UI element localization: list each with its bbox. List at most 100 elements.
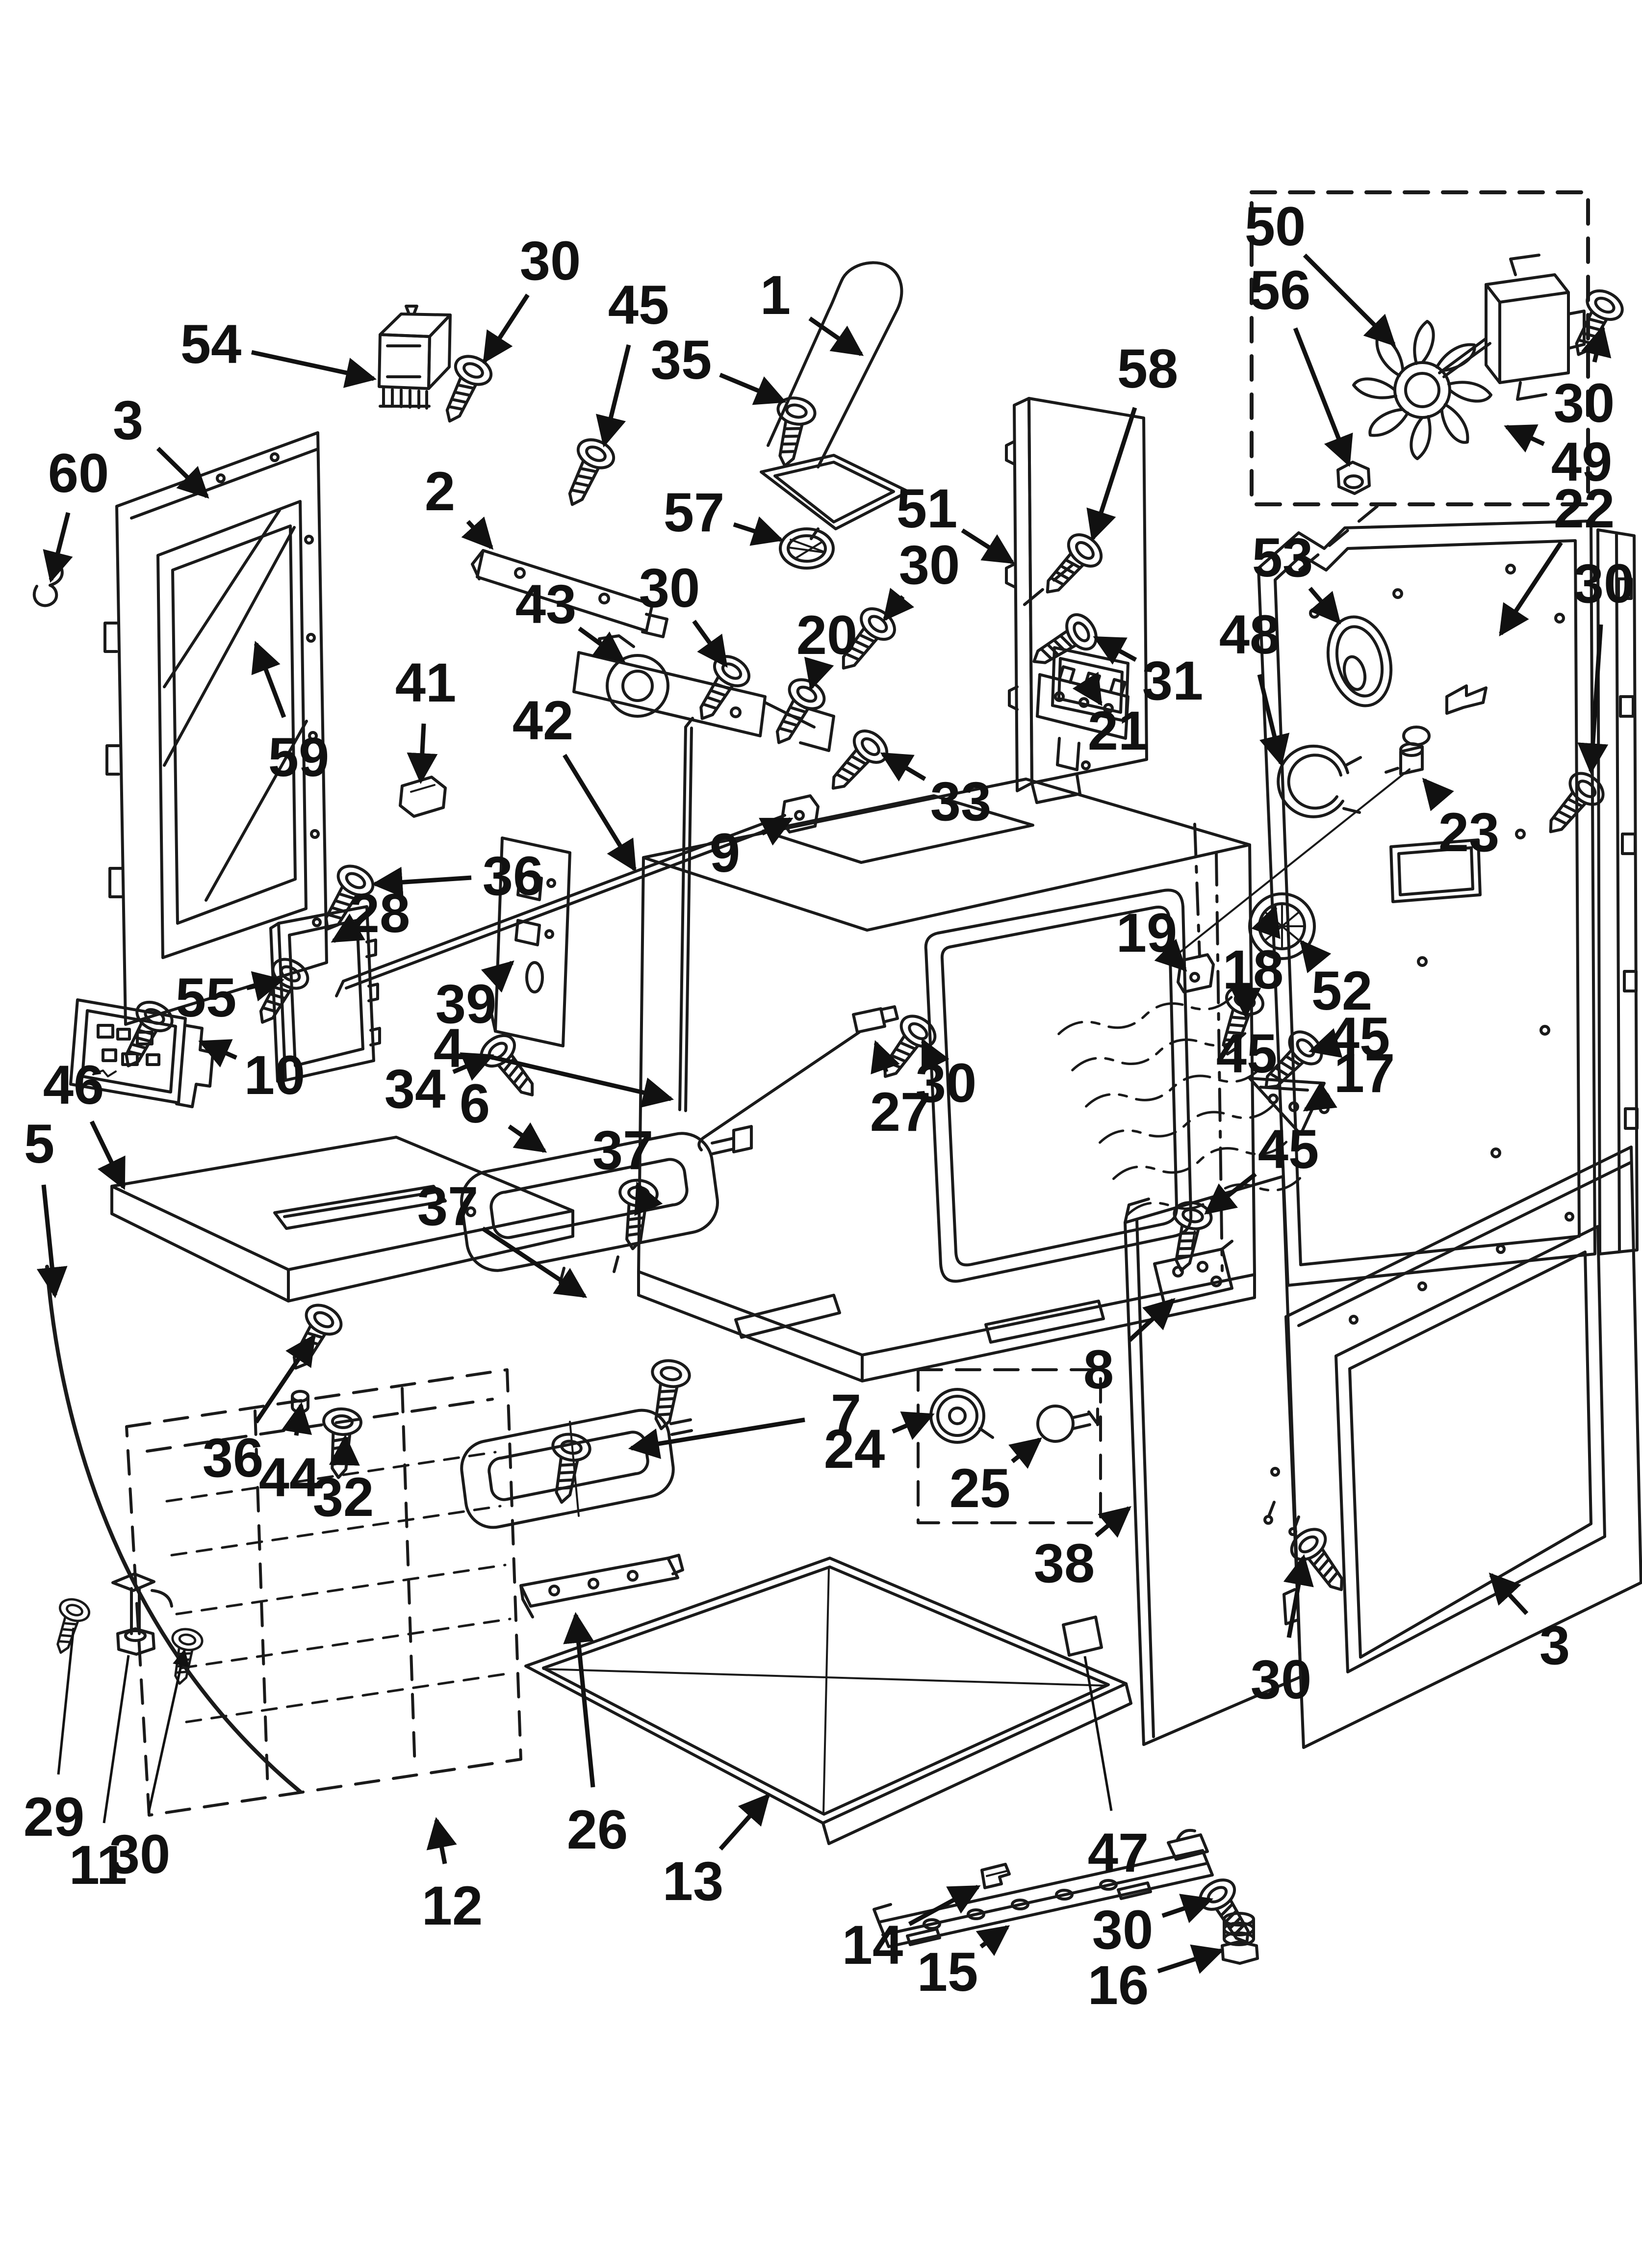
part-number: 58 [1117,338,1179,399]
panel-51 [1005,397,1148,804]
leader-line [508,1122,547,1153]
fan-motor [1438,254,1586,401]
bracket-41 [399,776,447,818]
part-number: 13 [663,1851,724,1912]
part-callout-49-14: 49 [1504,424,1613,493]
leader-line [1154,938,1187,972]
bracket-19 [1177,823,1215,993]
part-callout-33-28: 33 [880,752,992,832]
leader-line [1095,1506,1131,1538]
part-number: 9 [710,822,740,884]
part-number: 36 [483,845,544,907]
part-callout-50-11: 50 [1245,196,1396,347]
leveling-leg-11 [111,1572,173,1656]
part-callout-30-24: 30 [883,534,960,622]
part-callout-29-60: 29 [24,1627,85,1848]
leader-line [1577,624,1609,775]
part-number: 25 [949,1458,1011,1519]
oven-cavity [637,778,1302,1382]
leader-line [1303,1081,1337,1112]
leader-line [1499,541,1563,637]
part-callout-42-31: 42 [513,690,637,872]
part-callout-48-18: 48 [1219,604,1290,767]
part-callout-59-32: 59 [251,641,329,788]
part-callout-36-57: 36 [203,1333,316,1488]
bottom-panel-13 [524,1557,1132,1845]
part-callout-41-30: 41 [395,652,456,784]
part-number: 37 [417,1175,479,1237]
part-number: 10 [244,1044,306,1106]
leader-line [1283,1554,1314,1638]
leader-line [371,866,472,898]
leader-line [975,1925,1010,1956]
part-number: 21 [1088,700,1149,761]
part-number: 49 [1551,431,1613,493]
leader-line [804,656,834,691]
part-callout-43-22: 43 [515,574,626,662]
leader-line [1083,1656,1113,1811]
part-number: 3 [1539,1615,1570,1676]
part-callout-13-65: 13 [663,1793,770,1912]
part-number: 60 [48,443,109,504]
part-number: 30 [1251,1649,1312,1710]
part-callout-24-49: 24 [824,1411,935,1480]
part-callout-30-23: 30 [639,557,728,668]
part-callout-58-10: 58 [1086,338,1179,542]
part-callout-25-50: 25 [949,1437,1042,1519]
part-number: 29 [24,1786,85,1848]
part-callout-35-4: 35 [651,329,787,405]
leader-line [1488,1572,1529,1616]
part-callout-18-20: 18 [1223,905,1284,1000]
part-callout-23-19: 23 [1422,778,1499,863]
leader-line [1308,1028,1343,1058]
part-callout-30-62: 30 [109,1648,190,1885]
part-callout-21-27: 21 [1072,672,1149,761]
label-tag-47 [1062,1616,1103,1657]
leader-line [452,1052,494,1081]
leader-line [908,1885,981,1926]
leader-line [1157,1944,1224,1974]
part-callout-45-53: 45 [1216,988,1278,1084]
leader-line [718,1793,770,1851]
part-number: 45 [1216,1023,1278,1084]
leader-line [880,752,926,782]
part-callout-36-34: 36 [371,845,544,907]
leader-line [481,1226,588,1298]
leader-line [254,1333,316,1424]
part-number: 52 [1311,960,1373,1021]
part-callout-30-69: 30 [1092,1894,1213,1960]
leader-line [1300,939,1332,973]
part-callout-1-3: 1 [760,264,864,356]
leader-line [634,1181,663,1216]
leader-line [1128,1298,1176,1342]
part-number: 26 [567,1799,628,1860]
leader-line [1008,1437,1042,1469]
part-callout-46-40: 46 [43,1054,126,1190]
leader-line [759,817,794,846]
part-callout-37-47: 37 [417,1175,588,1298]
part-callout-20-25: 20 [796,604,857,691]
leader-line [921,1038,949,1073]
part-callout-47-66: 47 [1083,1656,1149,1883]
part-number: 18 [1223,939,1284,1000]
part-number: 30 [520,230,581,291]
clip-14 [980,1863,1011,1889]
part-number: 33 [930,771,992,832]
leader-line [36,1184,68,1299]
part-number: 56 [1250,260,1311,321]
part-number: 57 [664,482,725,543]
part-callout-31-26: 31 [1093,636,1203,711]
part-number: 8 [1083,1339,1114,1400]
part-number: 30 [109,1824,171,1885]
part-callout-30-13: 30 [1554,324,1615,434]
leader-line [281,1402,312,1436]
part-number: 2 [425,461,455,522]
sensor-probe-27 [697,1005,899,1151]
part-number: 22 [1554,478,1615,539]
part-number: 48 [1219,604,1281,665]
leader-line [57,1627,75,1775]
part-callout-30-16: 30 [1573,553,1634,775]
leader-line [488,1054,674,1108]
part-number: 53 [1252,527,1313,588]
